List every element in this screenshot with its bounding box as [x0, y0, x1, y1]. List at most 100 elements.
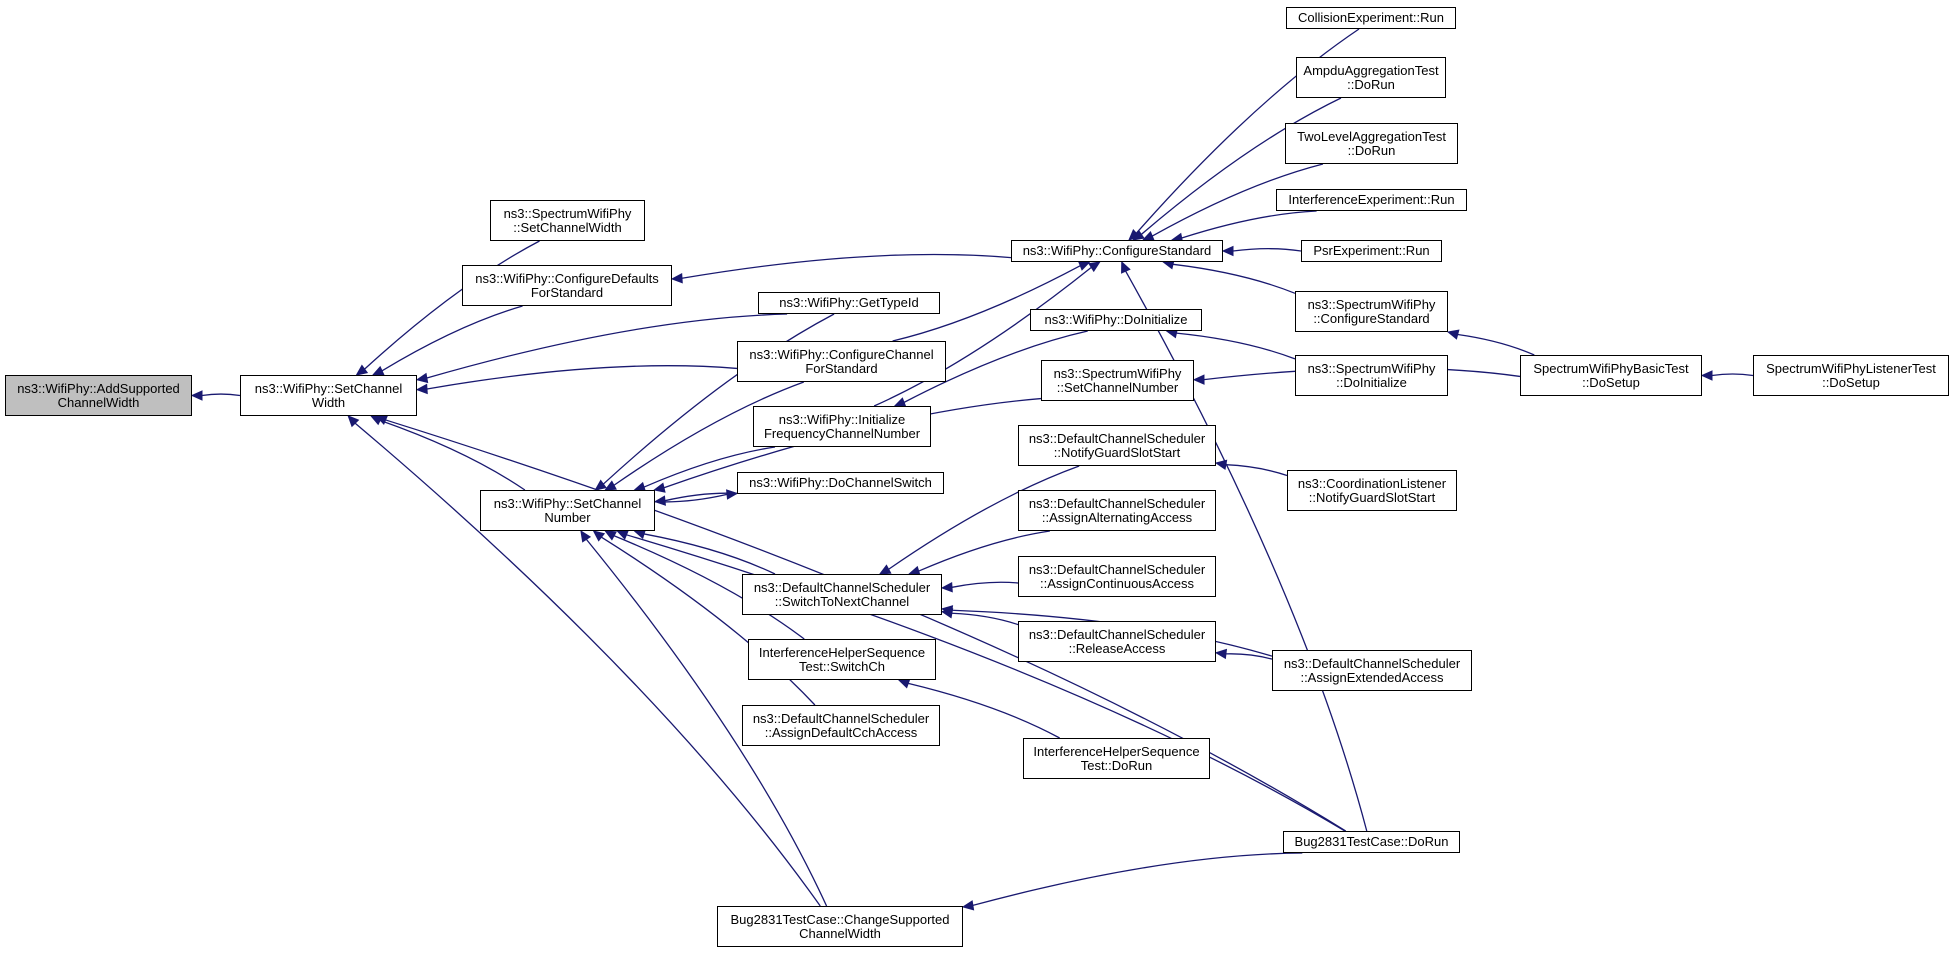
node-label-line: ::NotifyGuardSlotStart [1053, 444, 1181, 460]
edge-n_bdr-to-n_cs [1125, 270, 1368, 832]
arrowhead-n_sbt-to-n_sscn [1192, 374, 1205, 385]
node-label-line: ChannelWidth [799, 925, 881, 941]
edge-n_ccfs-to-n_setcn [613, 381, 805, 486]
node-label-line: SpectrumWifiPhyListenerTest [1766, 360, 1936, 376]
edge-n_ihst-to-n_setcn [613, 535, 805, 640]
node-collision-experiment-run[interactable]: CollisionExperiment::Run [1286, 7, 1456, 29]
edge-n_ngss-to-n_dcsw [888, 465, 1080, 570]
node-get-type-id[interactable]: ns3::WifiPhy::GetTypeId [758, 292, 940, 314]
edge-n_ccfs-to-n_cs [892, 265, 1081, 342]
node-two-level-aggregation-test[interactable]: TwoLevelAggregationTest::DoRun [1285, 123, 1458, 164]
node-label-line: ns3::DefaultChannelScheduler [1028, 561, 1206, 577]
node-bug2831-do-run[interactable]: Bug2831TestCase::DoRun [1283, 831, 1460, 853]
node-label-line: ns3::SpectrumWifiPhy [1307, 296, 1436, 312]
node-label-line: ::AssignExtendedAccess [1300, 669, 1444, 685]
node-label-line: ::DoSetup [1582, 374, 1640, 390]
arrowhead-n_ngss-to-n_dcsw [878, 564, 892, 575]
edge-n_adcca-to-n_setcn [601, 536, 816, 706]
node-label-line: CollisionExperiment::Run [1298, 10, 1444, 25]
node-label-line: ns3::DefaultChannelScheduler [1028, 495, 1206, 511]
arrowhead-n_sspcw-to-n_setcw [355, 364, 369, 376]
edge-n_cln-to-n_ngss [1225, 464, 1288, 477]
node-spectrum-do-initialize[interactable]: ns3::SpectrumWifiPhy::DoInitialize [1295, 355, 1448, 396]
node-assign-alternating-access[interactable]: ns3::DefaultChannelScheduler::AssignAlte… [1018, 490, 1216, 531]
arrowhead-n_ccfs-to-n_setcn [604, 480, 617, 491]
arrowhead-n_ihsdr-to-n_ihst [897, 678, 911, 689]
arrowhead-n_cln-to-n_ngss [1214, 459, 1228, 470]
node-label-line: ::DoRun [1347, 76, 1395, 92]
arrowhead-n_aea-to-n_ra [1214, 648, 1228, 660]
arrowhead-n_ihst-to-n_setcn [604, 530, 618, 541]
arrowhead-n_bcscw-to-n_setcw [347, 415, 360, 428]
edge-n_bcscw-to-n_setcn [585, 538, 828, 907]
node-label-line: ns3::CoordinationListener [1297, 475, 1447, 491]
node-spectrum-listener-test-setup[interactable]: SpectrumWifiPhyListenerTest::DoSetup [1753, 355, 1949, 396]
edge-n_cs-to-n_cdfs [681, 253, 1012, 279]
node-label-line: ns3::DefaultChannelScheduler [1283, 655, 1461, 671]
node-psr-experiment-run[interactable]: PsrExperiment::Run [1301, 240, 1442, 262]
node-do-initialize[interactable]: ns3::WifiPhy::DoInitialize [1030, 309, 1202, 331]
edge-n_sscs-to-n_cs [1172, 263, 1296, 294]
edge-n_gtid-to-n_setcn [602, 313, 835, 485]
node-spectrum-set-channel-width[interactable]: ns3::SpectrumWifiPhy::SetChannelWidth [490, 200, 645, 241]
arrowhead-n_aea-to-n_dcsw [940, 605, 954, 616]
node-ampdu-aggregation-test[interactable]: AmpduAggregationTest::DoRun [1296, 57, 1446, 98]
edge-n_bdr-to-n_setcw [385, 419, 1347, 832]
edge-n_bdr-to-n_bcscw [972, 852, 1303, 907]
edge-n_slt-to-n_sbt [1711, 373, 1754, 377]
node-label-line: ns3::WifiPhy::Initialize [778, 411, 906, 427]
node-label-line: ForStandard [530, 284, 604, 300]
node-release-access[interactable]: ns3::DefaultChannelScheduler::ReleaseAcc… [1018, 621, 1216, 662]
node-label-line: ns3::DefaultChannelScheduler [753, 579, 931, 595]
node-label-line: ::NotifyGuardSlotStart [1308, 489, 1436, 505]
node-label-line: Bug2831TestCase::DoRun [1294, 834, 1449, 849]
arrowhead-n_setcw-to-n_addw [190, 390, 203, 401]
node-switch-to-next-channel[interactable]: ns3::DefaultChannelScheduler::SwitchToNe… [742, 574, 942, 615]
node-spectrum-configure-standard[interactable]: ns3::SpectrumWifiPhy::ConfigureStandard [1295, 291, 1448, 332]
arrowhead-n_bcscw-to-n_setcn [580, 529, 592, 543]
node-notify-guard-slot-start[interactable]: ns3::DefaultChannelScheduler::NotifyGuar… [1018, 425, 1216, 466]
edge-n_bcscw-to-n_setcw [354, 422, 821, 907]
edge-n_aea-to-n_ra [1225, 653, 1273, 660]
edge-n_cdfs-to-n_setcw [381, 305, 523, 372]
edge-n_ifcn-to-n_setcn [643, 446, 776, 488]
arrowhead-n_ccfs-to-n_setcw [415, 383, 428, 395]
node-label-line: ::DoSetup [1822, 374, 1880, 390]
edge-n_ra-to-n_dcsw [951, 612, 1019, 626]
node-spectrum-set-channel-number[interactable]: ns3::SpectrumWifiPhy::SetChannelNumber [1041, 360, 1194, 401]
arrowhead-n_slt-to-n_sbt [1700, 370, 1713, 381]
node-label-line: ::ReleaseAccess [1068, 640, 1166, 656]
node-label-line: TwoLevelAggregationTest [1297, 128, 1446, 144]
node-label-line: ns3::SpectrumWifiPhy [1307, 360, 1436, 376]
node-label-line: ::SwitchToNextChannel [774, 593, 910, 609]
node-interference-experiment-run[interactable]: InterferenceExperiment::Run [1276, 189, 1467, 211]
node-do-channel-switch[interactable]: ns3::WifiPhy::DoChannelSwitch [737, 472, 944, 494]
node-coordination-listener-notify[interactable]: ns3::CoordinationListener::NotifyGuardSl… [1287, 470, 1457, 511]
node-assign-extended-access[interactable]: ns3::DefaultChannelScheduler::AssignExte… [1272, 650, 1472, 691]
node-label-line: ::ConfigureStandard [1313, 310, 1430, 326]
node-assign-default-cch-access[interactable]: ns3::DefaultChannelScheduler::AssignDefa… [742, 705, 940, 746]
node-label-line: Test::SwitchCh [799, 658, 885, 674]
arrowhead-n_bdr-to-n_cs [1121, 260, 1131, 274]
node-configure-standard[interactable]: ns3::WifiPhy::ConfigureStandard [1011, 240, 1223, 262]
edge-n_ifcn-to-n_cs [873, 266, 1092, 407]
arrowhead-n_bdr-to-n_bcscw [961, 900, 975, 911]
arrowhead-n_aca-to-n_dcsw [940, 582, 953, 593]
node-label-line: ns3::WifiPhy::GetTypeId [779, 295, 919, 310]
arrowhead-n_setcn-to-n_dcs [726, 489, 739, 500]
node-spectrum-basic-test-setup[interactable]: SpectrumWifiPhyBasicTest::DoSetup [1520, 355, 1702, 396]
edge-n_sbt-to-n_sscs [1457, 333, 1535, 356]
node-label-line: ::SetChannelNumber [1056, 379, 1179, 395]
node-assign-continuous-access[interactable]: ns3::DefaultChannelScheduler::AssignCont… [1018, 556, 1216, 597]
edge-n_sspcw-to-n_setcw [364, 240, 540, 370]
